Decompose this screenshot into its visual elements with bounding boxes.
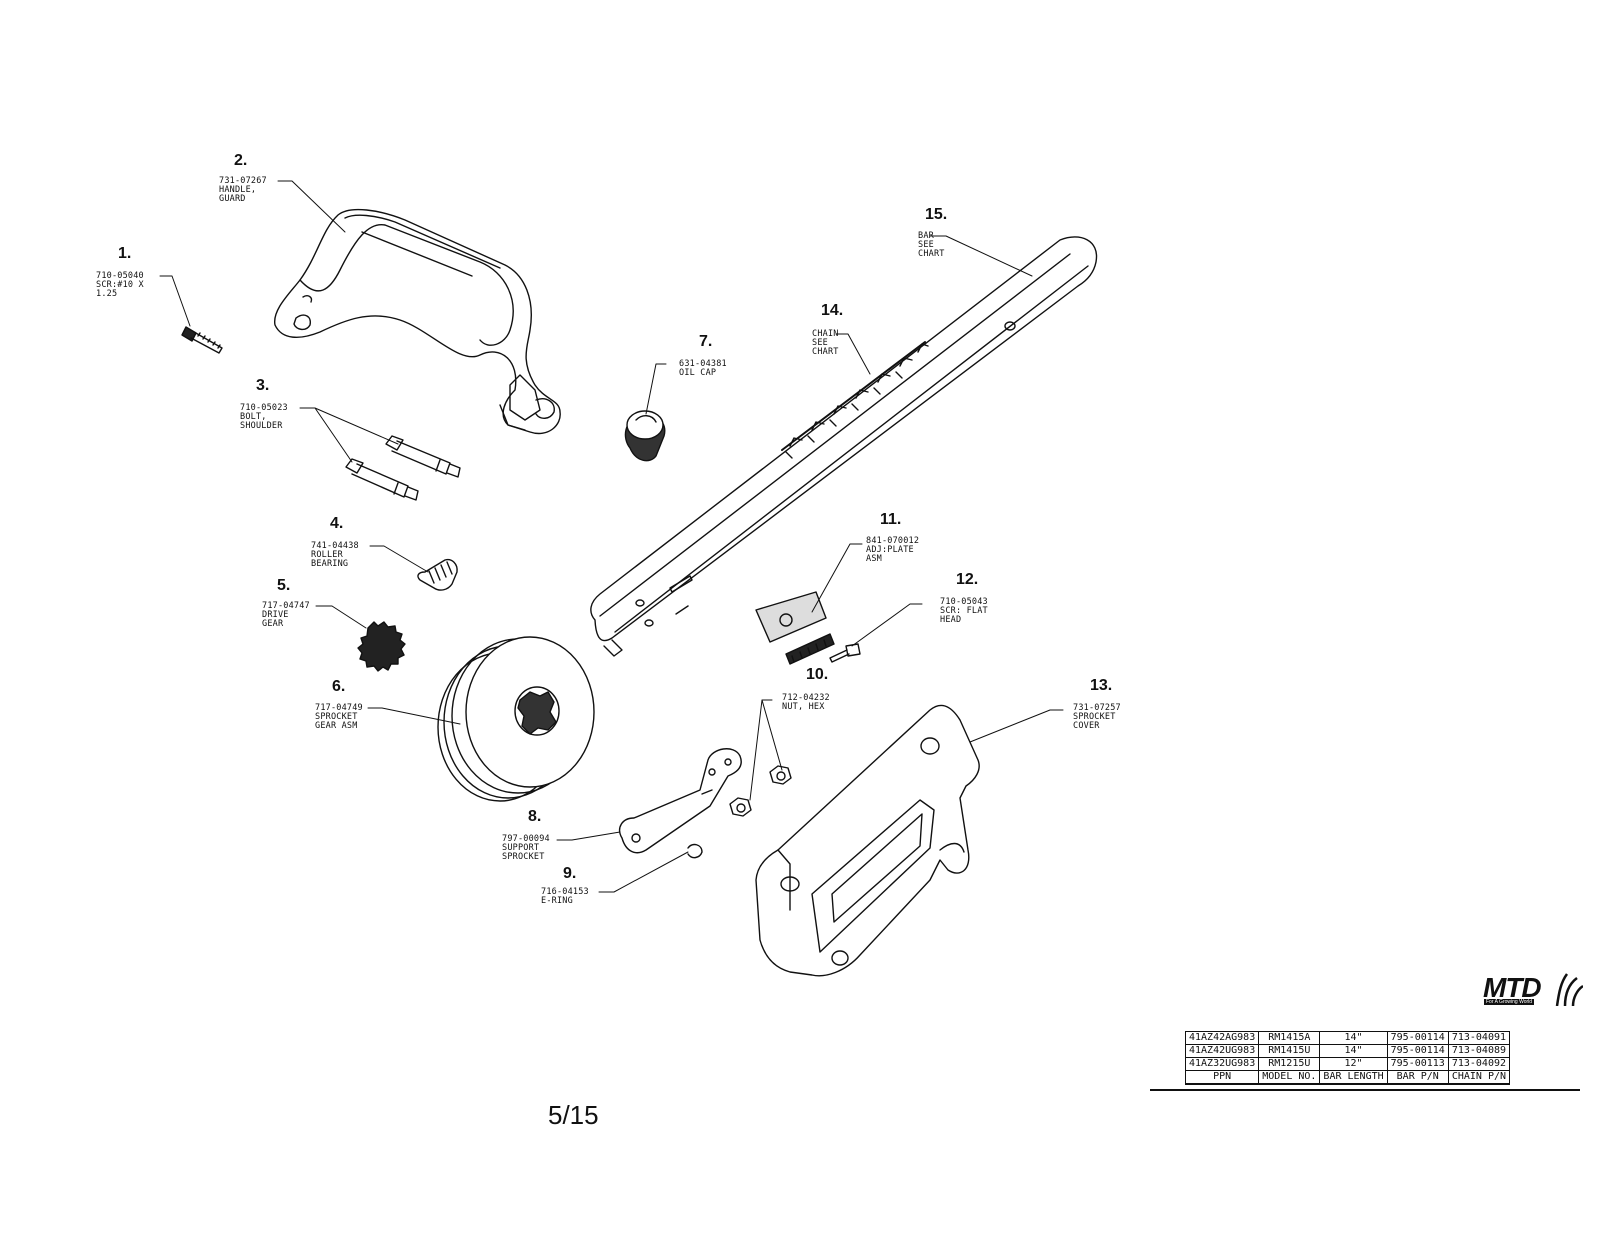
table-cell: 795-00114 xyxy=(1386,1044,1449,1058)
column-header: BAR LENGTH xyxy=(1319,1070,1388,1085)
part-number-label: 1. xyxy=(118,245,132,262)
part-code: 797-00094 xyxy=(502,834,550,844)
part-description: NUT, HEX xyxy=(782,702,825,712)
part-code: 841-070012 xyxy=(866,536,920,546)
column-header: MODEL NO. xyxy=(1258,1070,1321,1085)
part-description: E-RING xyxy=(541,896,573,906)
table-cell: 713-04091 xyxy=(1447,1031,1511,1045)
part-code: 741-04438 xyxy=(311,541,359,551)
part-number-label: 14. xyxy=(821,302,844,319)
table-header-row: PPN MODEL NO. BAR LENGTH BAR P/N CHAIN P… xyxy=(1184,1070,1511,1085)
part-code: 716-04153 xyxy=(541,887,589,897)
part-number-label: 4. xyxy=(330,515,344,532)
table-cell: RM1415A xyxy=(1258,1031,1321,1045)
part-number-label: 12. xyxy=(956,571,979,588)
part-description: ADJ:PLATE ASM xyxy=(866,545,914,564)
part-description: SEE CHART xyxy=(918,240,945,259)
table-cell: 41AZ42AG983 xyxy=(1184,1031,1260,1045)
part-description: DRIVE GEAR xyxy=(262,610,289,629)
part-number-label: 9. xyxy=(563,865,577,882)
part-description: SPROCKET COVER xyxy=(1073,712,1116,731)
column-header: CHAIN P/N xyxy=(1447,1070,1511,1085)
table-row: 41AZ42AG983 RM1415A 14" 795-00114 713-04… xyxy=(1184,1031,1511,1045)
part-description: SCR:#10 X 1.25 xyxy=(96,280,144,299)
part-code: 710-05040 xyxy=(96,271,144,281)
part-code: CHAIN xyxy=(812,329,839,339)
part-code: 710-05043 xyxy=(940,597,988,607)
table-cell: 41AZ42UG983 xyxy=(1184,1044,1260,1058)
part-number-label: 10. xyxy=(806,666,829,683)
table-cell: 14" xyxy=(1319,1031,1388,1045)
e-ring-part-9 xyxy=(687,843,703,859)
table-row: 41AZ32UG983 RM1215U 12" 795-00113 713-04… xyxy=(1184,1057,1511,1071)
part-code: 710-05023 xyxy=(240,403,288,413)
part-code: 731-07257 xyxy=(1073,703,1121,713)
column-header: PPN xyxy=(1184,1070,1260,1085)
part-description: SUPPORT SPROCKET xyxy=(502,843,545,862)
part-number-label: 8. xyxy=(528,808,542,825)
adjuster-plate-part-11 xyxy=(755,591,835,665)
table-cell: 14" xyxy=(1319,1044,1388,1058)
part-code: 731-07267 xyxy=(219,176,267,186)
shoulder-bolts-part-3 xyxy=(345,435,461,501)
part-number-label: 5. xyxy=(277,577,291,594)
part-number-label: 3. xyxy=(256,377,270,394)
grass-icon xyxy=(1555,973,1583,1006)
part-code: 717-04747 xyxy=(262,601,310,611)
handle-guard-part-2 xyxy=(274,208,561,435)
table-row: 41AZ42UG983 RM1415U 14" 795-00114 713-04… xyxy=(1184,1044,1511,1058)
table-cell: 795-00113 xyxy=(1386,1057,1449,1071)
table-cell: 713-04089 xyxy=(1447,1044,1511,1058)
table-cell: RM1415U xyxy=(1258,1044,1321,1058)
part-description: SCR: FLAT HEAD xyxy=(940,606,988,625)
part-description: HANDLE, GUARD xyxy=(219,185,257,204)
part-code: 631-04381 xyxy=(679,359,727,369)
brand-logo: MTD For A Growing World xyxy=(1483,972,1583,1010)
table-cell: 12" xyxy=(1319,1057,1388,1071)
flat-head-screw-part-12 xyxy=(829,643,861,663)
table-underline xyxy=(1150,1089,1580,1091)
model-parts-chart: 41AZ42AG983 RM1415A 14" 795-00114 713-04… xyxy=(1184,1031,1511,1085)
part-number-label: 2. xyxy=(234,152,248,169)
brand-tagline: For A Growing World xyxy=(1484,999,1535,1005)
page-number: 5/15 xyxy=(548,1100,599,1130)
roller-bearing-part-4 xyxy=(417,558,458,591)
oil-cap-part-7 xyxy=(624,410,666,462)
table-cell: 713-04092 xyxy=(1447,1057,1511,1071)
part-code: BAR xyxy=(918,231,934,241)
part-description: SPROCKET GEAR ASM xyxy=(315,712,358,731)
part-description: SEE CHART xyxy=(812,338,839,357)
guide-bar-part-15 xyxy=(590,236,1098,657)
brand-name: MTD xyxy=(1483,972,1542,1003)
hex-nuts-part-10 xyxy=(729,765,792,817)
table-cell: 41AZ32UG983 xyxy=(1184,1057,1260,1071)
sprocket-gear-part-6 xyxy=(437,636,595,802)
drive-gear-part-5 xyxy=(357,621,406,672)
part-description: BOLT, SHOULDER xyxy=(240,412,283,431)
part-number-label: 13. xyxy=(1090,677,1113,694)
sprocket-cover-part-13 xyxy=(755,704,980,977)
part-number-label: 15. xyxy=(925,206,948,223)
part-number-label: 6. xyxy=(332,678,346,695)
support-sprocket-part-8 xyxy=(618,748,742,854)
part-code: 717-04749 xyxy=(315,703,363,713)
part-description: OIL CAP xyxy=(679,368,717,378)
table-cell: 795-00114 xyxy=(1386,1031,1449,1045)
part-code: 712-04232 xyxy=(782,693,830,703)
part-number-label: 11. xyxy=(880,511,902,528)
part-number-label: 7. xyxy=(699,333,713,350)
column-header: BAR P/N xyxy=(1386,1070,1449,1085)
table-cell: RM1215U xyxy=(1258,1057,1321,1071)
leader-lines xyxy=(159,180,1064,893)
part-description: ROLLER BEARING xyxy=(311,550,349,569)
saw-chain-part-14 xyxy=(781,341,929,459)
screw-part-1 xyxy=(181,326,223,354)
